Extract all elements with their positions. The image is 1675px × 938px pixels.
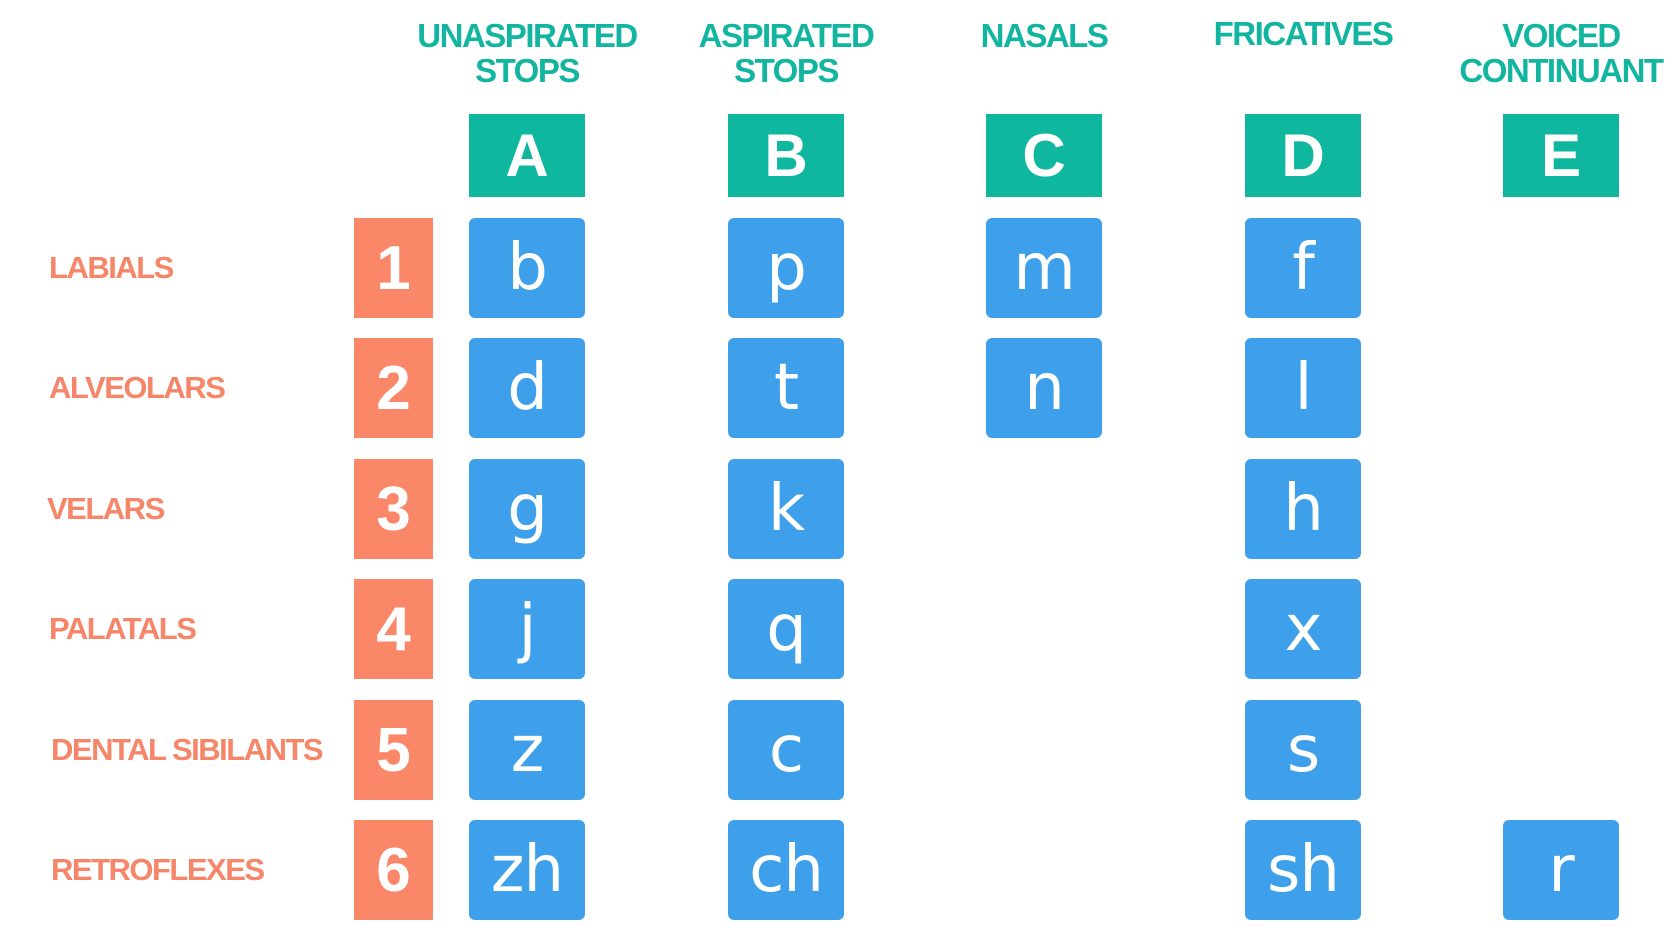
- initial-tile: t: [728, 338, 844, 438]
- initial-tile: c: [728, 700, 844, 800]
- column-letter-badge: D: [1245, 114, 1361, 197]
- initial-tile: x: [1245, 579, 1361, 679]
- row-number-badge: 2: [354, 338, 433, 438]
- row-label: VELARS: [47, 491, 165, 526]
- column-letter-badge: A: [469, 114, 585, 197]
- row-label: LABIALS: [49, 250, 174, 285]
- column-title: VOICED CONTINUANT: [1459, 17, 1664, 89]
- row-label: DENTAL SIBILANTS: [51, 732, 324, 767]
- initial-tile: s: [1245, 700, 1361, 800]
- initial-tile: zh: [469, 820, 585, 920]
- row-label: RETROFLEXES: [51, 852, 265, 887]
- initial-tile: d: [469, 338, 585, 438]
- initial-tile: q: [728, 579, 844, 679]
- initial-tile: b: [469, 218, 585, 318]
- initial-tile: p: [728, 218, 844, 318]
- column-title: FRICATIVES: [1213, 15, 1394, 52]
- row-number-badge: 3: [354, 459, 433, 559]
- column-letter-badge: C: [986, 114, 1102, 197]
- row-label: PALATALS: [49, 611, 197, 646]
- initial-tile: g: [469, 459, 585, 559]
- row-number-badge: 4: [354, 579, 433, 679]
- row-label: ALVEOLARS: [49, 370, 226, 405]
- column-title: NASALS: [980, 17, 1109, 54]
- initial-tile: n: [986, 338, 1102, 438]
- row-number-badge: 1: [354, 218, 433, 318]
- row-number-badge: 6: [354, 820, 433, 920]
- initial-tile: m: [986, 218, 1102, 318]
- column-letter-badge: B: [728, 114, 844, 197]
- initial-tile: j: [469, 579, 585, 679]
- initial-tile: f: [1245, 218, 1361, 318]
- initial-tile: sh: [1245, 820, 1361, 920]
- initial-tile: r: [1503, 820, 1619, 920]
- initial-tile: z: [469, 700, 585, 800]
- initial-tile: l: [1245, 338, 1361, 438]
- initial-tile: h: [1245, 459, 1361, 559]
- column-letter-badge: E: [1503, 114, 1619, 197]
- column-title: ASPIRATED STOPS: [698, 17, 875, 89]
- column-title: UNASPIRATED STOPS: [417, 17, 638, 89]
- initial-tile: k: [728, 459, 844, 559]
- row-number-badge: 5: [354, 700, 433, 800]
- initial-tile: ch: [728, 820, 844, 920]
